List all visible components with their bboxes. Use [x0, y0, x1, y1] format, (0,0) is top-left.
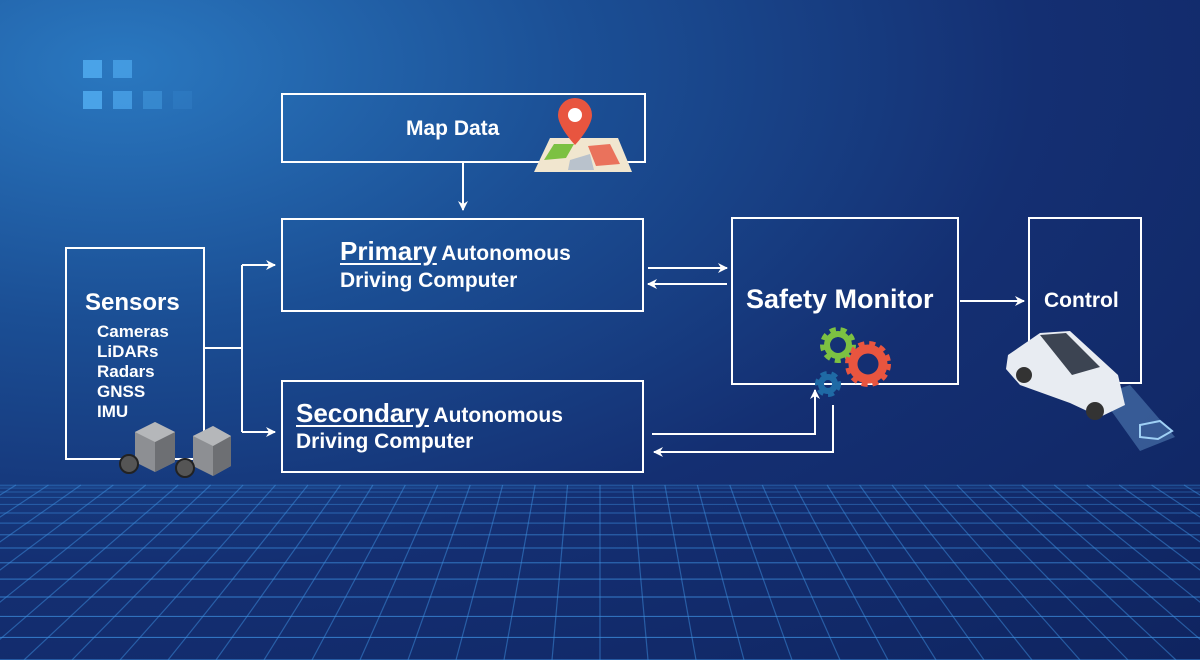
arrow-safety-to-secondary	[653, 405, 834, 457]
grid-line	[551, 484, 569, 660]
grid-line	[311, 484, 406, 660]
secondary-computer-label-line2: Driving Computer	[296, 430, 474, 453]
grid-line	[729, 484, 793, 660]
grid-line	[0, 484, 147, 603]
sensor-item: LiDARs	[97, 342, 159, 361]
map-data-label: Map Data	[406, 117, 500, 140]
grid-line	[119, 484, 277, 660]
arrow-secondary-to-safety	[652, 389, 820, 435]
grid-line	[0, 484, 179, 641]
sensors-list: Cameras LiDARs Radars GNSS IMU	[97, 322, 169, 422]
map-data-box	[281, 93, 646, 163]
grid-line	[455, 484, 504, 660]
map-pin-icon	[534, 98, 632, 172]
grid-line	[23, 484, 212, 660]
sensors-title: Sensors	[85, 289, 180, 316]
grid-line	[0, 484, 114, 571]
grid-line	[664, 484, 697, 660]
sensor-item: GNSS	[97, 382, 146, 401]
grid-line	[215, 484, 341, 660]
grid-line	[826, 484, 937, 660]
safety-monitor-label: Safety Monitor	[746, 284, 934, 314]
grid-line	[988, 484, 1177, 660]
grid-line	[71, 484, 244, 660]
grid-line	[891, 484, 1033, 660]
camera-icon	[119, 422, 231, 478]
sensor-item: Cameras	[97, 322, 169, 341]
grid-line	[1053, 484, 1200, 603]
grid-line	[1151, 484, 1200, 518]
grid-line	[1021, 484, 1200, 641]
secondary-computer-label: Secondary Autonomous	[296, 398, 563, 428]
secondary-computer-box	[281, 380, 644, 473]
gears-icon	[815, 327, 891, 397]
grid-line	[0, 484, 49, 518]
sensor-item: IMU	[97, 402, 129, 421]
sensor-item: Radars	[97, 362, 155, 381]
grid-line	[923, 484, 1081, 660]
grid-line	[359, 484, 439, 660]
primary-computer-box	[281, 218, 644, 312]
grid-line	[1118, 484, 1200, 543]
car-icon	[1006, 331, 1175, 451]
grid-line	[859, 484, 985, 660]
grid-line	[263, 484, 374, 660]
grid-line	[696, 484, 745, 660]
grid-line	[167, 484, 309, 660]
safety-monitor-box	[731, 217, 959, 385]
grid-line	[407, 484, 471, 660]
grid-line	[794, 484, 889, 660]
grid-line	[631, 484, 649, 660]
grid-line	[761, 484, 841, 660]
primary-computer-label-line2: Driving Computer	[340, 269, 518, 292]
grid-line	[503, 484, 536, 660]
control-label: Control	[1044, 289, 1119, 312]
grid-line	[956, 484, 1129, 660]
grid-line	[1086, 484, 1200, 571]
primary-computer-label: Primary Autonomous	[340, 236, 571, 266]
grid-line	[0, 484, 82, 543]
